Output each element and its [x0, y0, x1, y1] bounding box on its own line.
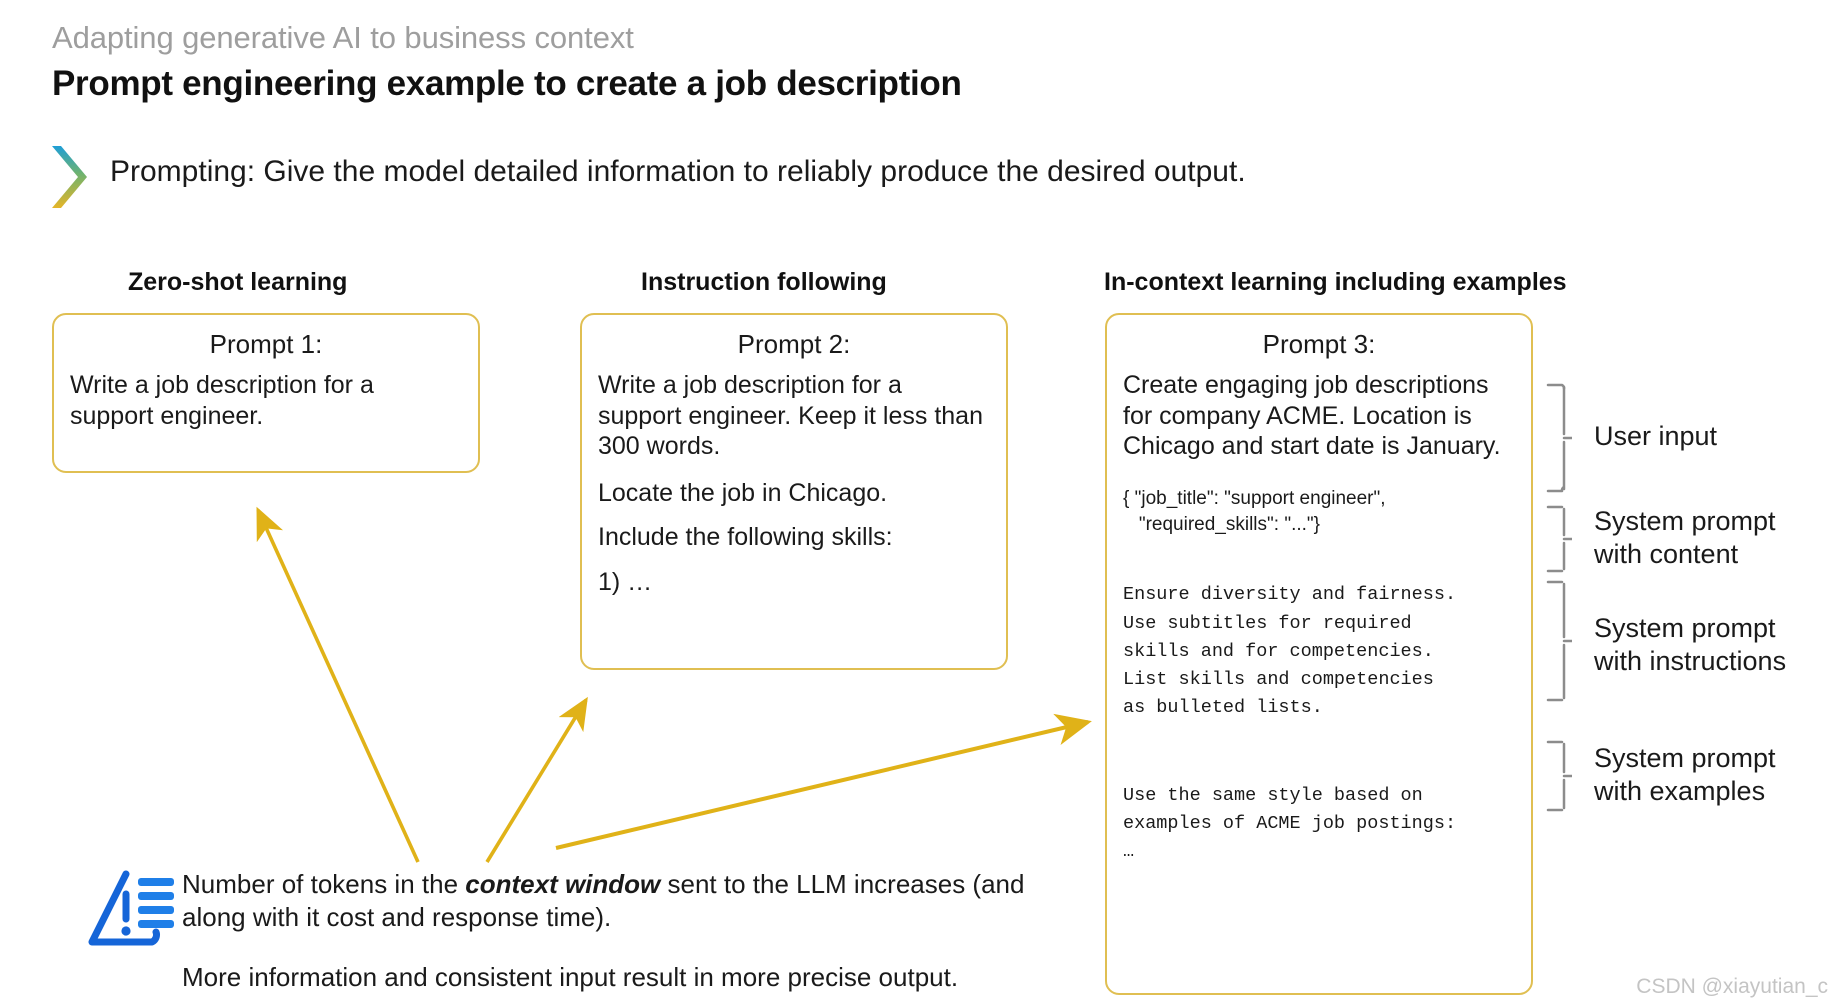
bracket-label-examples-line1: System prompt — [1594, 743, 1776, 773]
bracket-label-system-prompt-content: System prompt with content — [1594, 505, 1776, 571]
prompt-box-2: Prompt 2: Write a job description for a … — [580, 313, 1008, 670]
prompt-3-instructions: Ensure diversity and fairness. Use subti… — [1123, 584, 1457, 718]
column-heading-zero-shot: Zero-shot learning — [128, 268, 348, 296]
prompt-2-paragraph-2: Locate the job in Chicago. — [598, 478, 888, 507]
bottom-note: Number of tokens in the context window s… — [182, 868, 1062, 994]
bracket-label-user-input: User input — [1594, 420, 1717, 453]
prompt-2-paragraph-1: Write a job description for a support en… — [598, 371, 983, 460]
bottom-note-emphasis: context window — [465, 869, 661, 899]
prompt-2-paragraph-3: Include the following skills: — [598, 523, 893, 551]
prompt-3-label: Prompt 3: — [1262, 329, 1376, 359]
bracket-system-prompt-content — [1546, 505, 1572, 573]
bracket-system-prompt-instructions — [1546, 580, 1572, 702]
chevron-right-gradient-icon — [48, 144, 88, 210]
bracket-user-input — [1546, 383, 1572, 493]
bracket-label-system-prompt-examples: System prompt with examples — [1594, 742, 1776, 808]
prompt-3-json-content: { "job_title": "support engineer", "requ… — [1123, 487, 1386, 536]
bracket-label-instructions-line1: System prompt — [1594, 613, 1776, 643]
bracket-label-content-line2: with content — [1594, 538, 1739, 569]
prompt-3-examples: Use the same style based on examples of … — [1123, 784, 1457, 863]
warning-list-icon — [86, 862, 178, 954]
column-heading-instruction-following: Instruction following — [641, 268, 887, 296]
bottom-note-line-1-b: sent to the LLM increases (and along wit… — [182, 869, 1025, 933]
prompt-box-3: Prompt 3: Create engaging job descriptio… — [1105, 313, 1533, 995]
prompt-2-paragraph-4: 1) … — [598, 567, 653, 596]
bracket-system-prompt-examples — [1546, 740, 1572, 812]
prompt-1-body: Write a job description for a support en… — [70, 371, 374, 430]
column-heading-in-context-learning: In-context learning including examples — [1104, 268, 1567, 296]
bottom-note-line-2: More information and consistent input re… — [182, 961, 959, 992]
slide-eyebrow: Adapting generative AI to business conte… — [52, 20, 634, 55]
bracket-label-examples-line2: with examples — [1594, 775, 1766, 806]
prompt-3-user-input: Create engaging job descriptions for com… — [1123, 371, 1501, 460]
strapline-text: Prompting: Give the model detailed infor… — [110, 155, 1246, 188]
watermark: CSDN @xiayutian_c — [1636, 975, 1828, 998]
bracket-label-system-prompt-instructions: System prompt with instructions — [1594, 612, 1786, 678]
bracket-label-user-input-line1: User input — [1594, 421, 1718, 451]
bottom-note-line-1-a: Number of tokens in the — [182, 869, 466, 899]
prompt-1-label: Prompt 1: — [209, 329, 323, 359]
bracket-label-instructions-line2: with instructions — [1594, 645, 1787, 676]
page-title: Prompt engineering example to create a j… — [52, 64, 962, 103]
bracket-label-content-line1: System prompt — [1594, 506, 1776, 536]
bottom-note-line-1: Number of tokens in the context window s… — [182, 868, 1062, 935]
prompt-box-1: Prompt 1: Write a job description for a … — [52, 313, 480, 473]
prompt-2-label: Prompt 2: — [737, 329, 851, 359]
